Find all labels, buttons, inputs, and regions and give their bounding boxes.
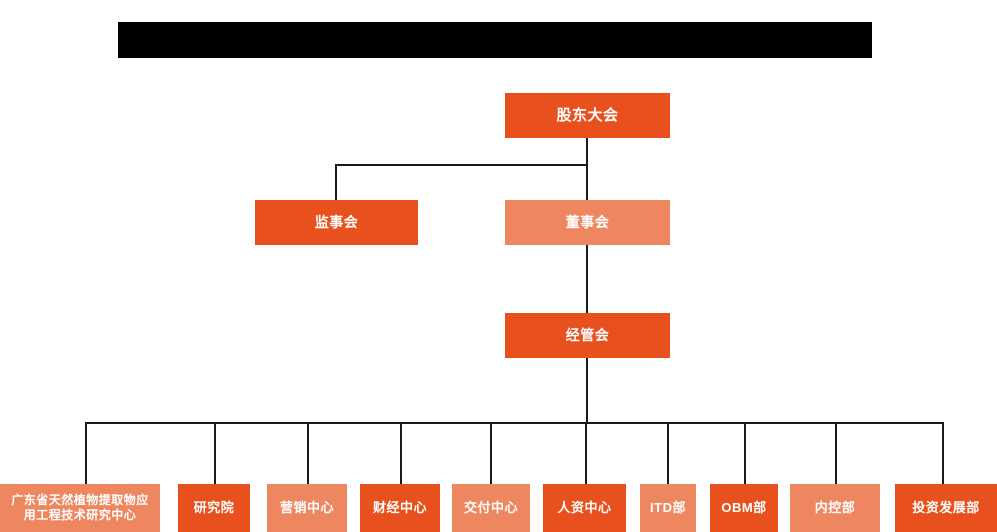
node-research-institute[interactable]: 研究院 — [178, 484, 250, 532]
node-label-line1: 广东省天然植物提取物应 — [11, 492, 149, 507]
node-engineering-research-center[interactable]: 广东省天然植物提取物应 用工程技术研究中心 — [0, 484, 160, 532]
node-management-committee[interactable]: 经管会 — [505, 313, 670, 358]
connector-drop-itd-department — [667, 422, 669, 484]
connector-drop-finance-center — [400, 422, 402, 484]
node-label: 经管会 — [565, 326, 610, 343]
node-obm-department[interactable]: OBM部 — [710, 484, 778, 532]
node-board-of-directors[interactable]: 董事会 — [505, 200, 670, 245]
connector-directors-to-management — [586, 245, 588, 313]
connector-drop-obm-department — [744, 422, 746, 484]
node-label: 股东大会 — [556, 106, 619, 124]
node-label: 董事会 — [565, 213, 610, 230]
node-label: 财经中心 — [372, 499, 427, 515]
connector-drop-internal-control-department — [835, 422, 837, 484]
connector-management-down — [586, 358, 588, 424]
node-label-line2: 用工程技术研究中心 — [23, 508, 137, 522]
node-shareholders-meeting[interactable]: 股东大会 — [505, 93, 670, 138]
connector-departments-bus — [85, 422, 944, 424]
connector-directors-down — [586, 164, 588, 200]
connector-drop-marketing-center — [307, 422, 309, 484]
node-board-of-supervisors[interactable]: 监事会 — [255, 200, 418, 245]
connector-drop-engineering-research-center — [85, 422, 87, 484]
node-internal-control-department[interactable]: 内控部 — [790, 484, 880, 532]
node-label: 交付中心 — [463, 499, 518, 515]
node-label: 营销中心 — [279, 499, 334, 515]
connector-drop-research-institute — [214, 422, 216, 484]
connector-supervisors-down — [335, 164, 337, 200]
node-label: 研究院 — [193, 499, 235, 515]
connector-drop-delivery-center — [490, 422, 492, 484]
node-investment-development-department[interactable]: 投资发展部 — [895, 484, 997, 532]
connector-drop-hr-center — [585, 422, 587, 484]
connector-l1-bus — [335, 164, 587, 166]
node-label: 监事会 — [314, 213, 359, 230]
node-label: 内控部 — [814, 499, 856, 515]
node-delivery-center[interactable]: 交付中心 — [452, 484, 530, 532]
node-label: 投资发展部 — [912, 499, 980, 515]
connector-l1-down — [586, 138, 588, 165]
node-finance-center[interactable]: 财经中心 — [360, 484, 440, 532]
connector-drop-investment-development-department — [942, 422, 944, 484]
node-label: 人资中心 — [557, 499, 612, 515]
node-itd-department[interactable]: ITD部 — [640, 484, 696, 532]
redacted-title-bar — [118, 22, 872, 58]
node-label: ITD部 — [650, 499, 686, 515]
node-marketing-center[interactable]: 营销中心 — [267, 484, 347, 532]
node-hr-center[interactable]: 人资中心 — [543, 484, 626, 532]
node-label: OBM部 — [721, 499, 767, 515]
